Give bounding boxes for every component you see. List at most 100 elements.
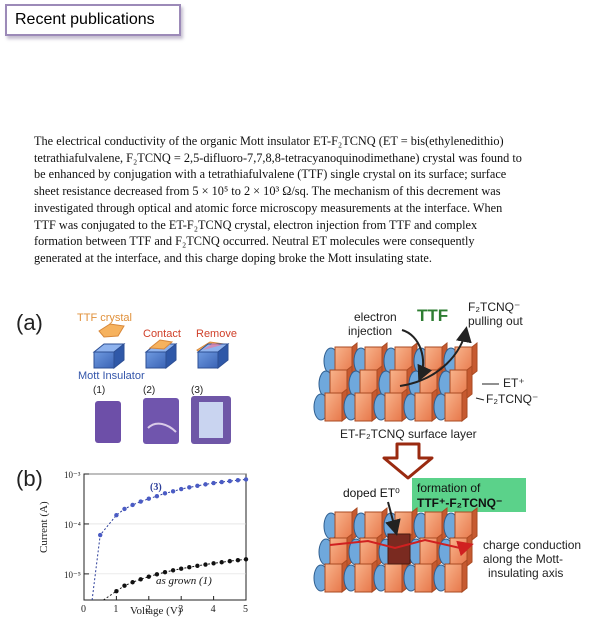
data-point (203, 482, 208, 487)
f2tcnq-pulling-label-2: pulling out (468, 314, 523, 328)
formation-label-2: TTF⁺-F₂TCNQ⁻ (417, 496, 502, 510)
doped-pointer-arrow (385, 501, 401, 536)
y-tick-label: 10⁻³ (64, 470, 81, 480)
abstract-line: investigated through optical and atomic … (34, 200, 503, 215)
photo-1 (95, 401, 121, 443)
mott-crystal-2 (144, 339, 178, 370)
data-point (114, 589, 119, 594)
abstract-line: TTF was conjugated to the ET-F₂TCNQ crys… (34, 217, 478, 232)
data-point (211, 561, 216, 566)
data-point (170, 568, 176, 573)
section-title: Recent publications (15, 11, 155, 28)
surface-layer-label: ET-F₂TCNQ surface layer (340, 427, 477, 441)
f2tcnq-minus-label: F₂TCNQ⁻ (486, 392, 538, 406)
schematic-upper: electron injection TTF F₂TCNQ⁻ pulling o… (313, 300, 538, 441)
et-molecule (444, 563, 463, 593)
mott-crystal-1 (92, 342, 126, 370)
et-molecule-side (471, 341, 478, 377)
electron-injection-label-1: electron (354, 310, 397, 324)
photo-3-label: (3) (191, 385, 203, 396)
abstract-line: sheet resistance decreased from 5 × 10⁵ … (34, 184, 501, 199)
data-point (195, 563, 200, 569)
et-plus-label: ET⁺ (503, 376, 525, 390)
data-point (203, 562, 208, 567)
photo-2-label: (2) (143, 385, 155, 396)
conduction-label-3: insulating axis (488, 566, 563, 580)
data-point (146, 574, 151, 579)
y-axis-label: Current (A) (38, 501, 50, 553)
data-point (162, 570, 168, 575)
data-point (219, 560, 224, 565)
data-point (138, 577, 143, 582)
et-molecule (324, 392, 343, 422)
formation-box (412, 478, 526, 512)
formation-label-1: formation of (417, 481, 481, 495)
f2tcnq-pulling-label-1: F₂TCNQ⁻ (468, 300, 520, 314)
data-point (243, 477, 249, 482)
et-molecule (414, 392, 433, 422)
doped-et0-molecule (387, 533, 411, 565)
abstract-line: formation between TTF and F₂TCNQ occurre… (34, 234, 475, 249)
series-3-label: (3) (150, 482, 162, 493)
doped-et0-label: doped ET⁰ (343, 486, 400, 500)
panel-b-label: (b) (16, 466, 43, 491)
series-1-label: as grown (1) (156, 575, 212, 587)
et-molecule-side (471, 506, 478, 542)
abstract-line: The electrical conductivity of the organ… (34, 134, 504, 148)
data-point (170, 489, 176, 494)
data-point (154, 493, 160, 499)
ttf-crystal-shape (98, 323, 125, 338)
schematic-lower: formation of TTF⁺-F₂TCNQ⁻ doped ET⁰ char… (313, 478, 581, 594)
x-tick-label: 5 (243, 604, 248, 615)
x-tick-label: 0 (81, 604, 86, 615)
data-point (98, 532, 103, 538)
data-point (122, 583, 127, 588)
abstract-line: tetrathiafulvalene, F₂TCNQ = 2,5-difluor… (34, 150, 522, 165)
panel-a-label: (a) (16, 310, 43, 335)
et-molecule (384, 392, 403, 422)
et-molecule (414, 563, 433, 593)
et-molecule-side (461, 558, 468, 594)
x-tick-label: 4 (211, 604, 216, 615)
y-tick-label: 10⁻⁴ (64, 520, 81, 530)
ttf-label: TTF (417, 306, 448, 325)
x-tick-label: 3 (178, 604, 183, 615)
pulling-arrow (399, 326, 472, 387)
remove-label: Remove (196, 328, 237, 340)
contact-label: Contact (143, 328, 181, 340)
data-point (227, 478, 232, 484)
data-point (235, 478, 241, 483)
data-point (130, 502, 135, 508)
data-point (114, 512, 119, 518)
ttf-crystal-label: TTF crystal (77, 312, 132, 324)
et-molecule (354, 563, 373, 593)
electron-injection-label-2: injection (348, 324, 392, 338)
down-arrow-icon (382, 442, 434, 480)
data-point (211, 480, 216, 486)
photo-2 (143, 398, 179, 444)
plot-grid (84, 473, 246, 575)
data-point (146, 496, 151, 501)
data-point (187, 485, 192, 490)
x-tick-label: 2 (146, 604, 151, 615)
et-molecule-side (461, 387, 468, 423)
photo-1-label: (1) (93, 385, 105, 396)
section-header: Recent publications (5, 4, 181, 36)
et-molecule (324, 563, 343, 593)
abstract-line: be enhanced by conjugation with a tetrat… (34, 167, 507, 182)
x-axis-label: Voltage (V) (130, 605, 182, 617)
injection-arrow (401, 329, 433, 382)
abstract-text: The electrical conductivity of the organ… (34, 133, 604, 267)
data-point (179, 486, 184, 492)
data-point (154, 572, 160, 577)
panel-a: (a) TTF crystal Contact Remove Mott Insu… (16, 310, 237, 444)
et-molecule (384, 563, 403, 593)
conduction-label-2: along the Mott- (483, 552, 563, 566)
data-point (122, 506, 127, 512)
mott-crystal-3 (196, 342, 230, 370)
conduction-label-1: charge conduction (483, 538, 581, 552)
plot-marks (91, 477, 249, 601)
